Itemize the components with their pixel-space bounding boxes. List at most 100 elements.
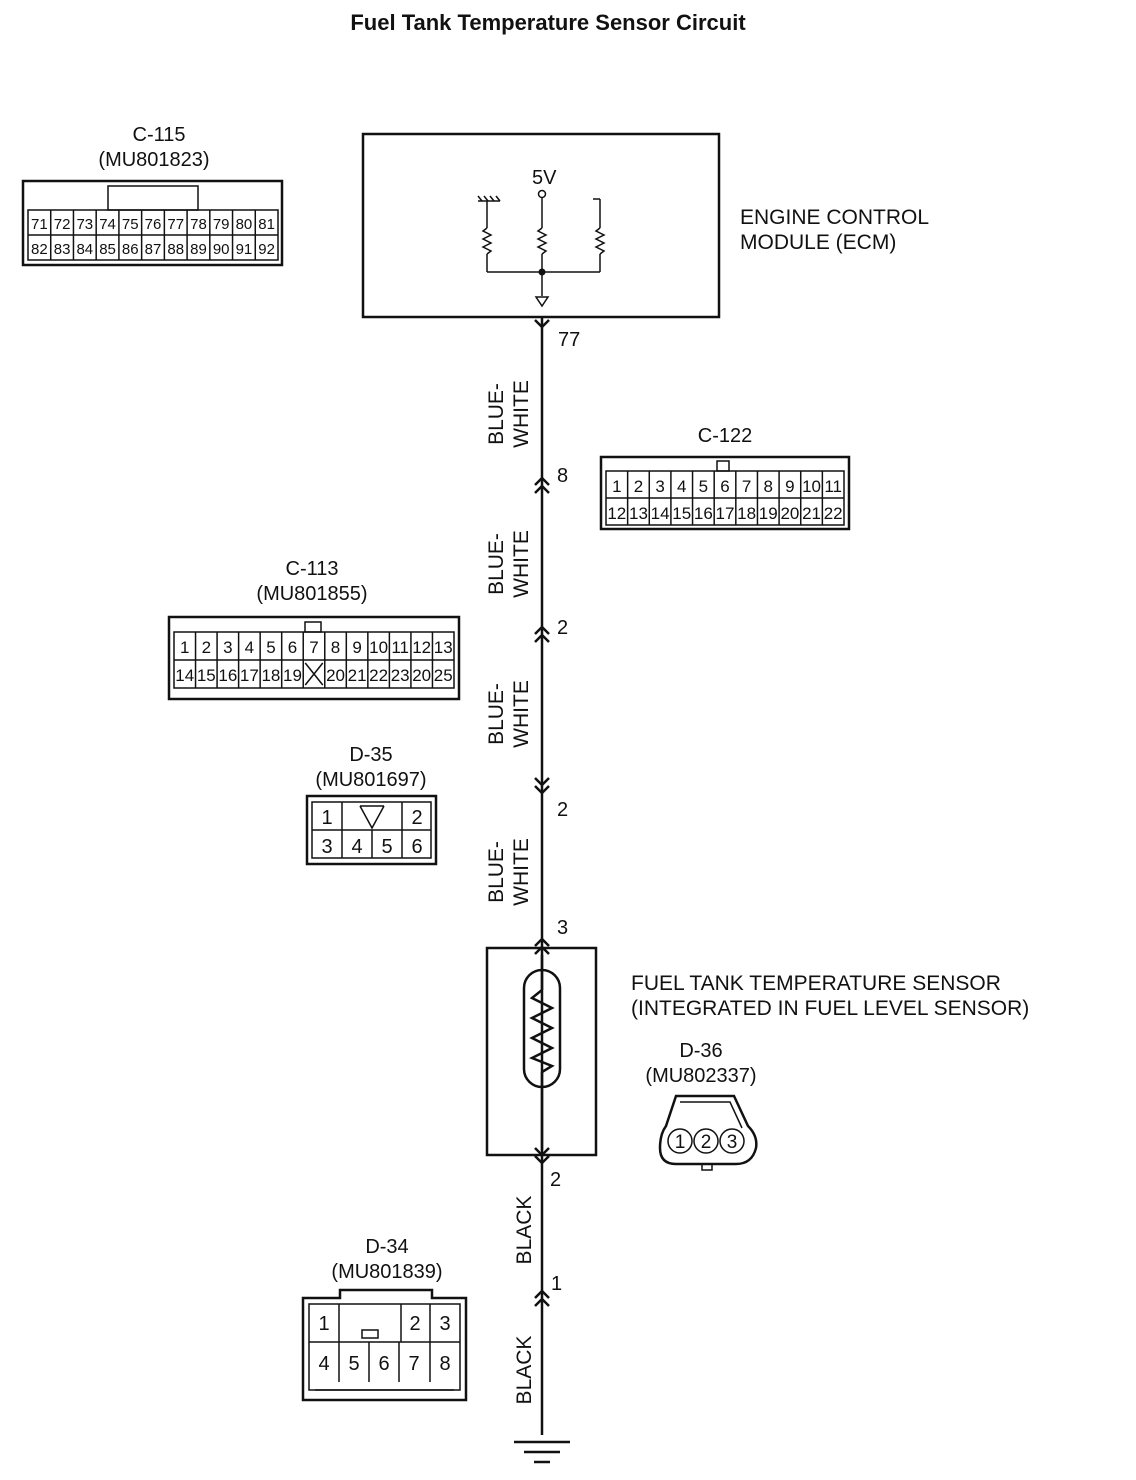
connector-pin-number: 3 — [655, 477, 664, 496]
connector-pin-number: 8 — [764, 477, 773, 496]
connector-pin-number: 78 — [190, 216, 207, 233]
sensor-bottom-terminal — [534, 1147, 550, 1165]
connector-pin-cavity — [719, 1128, 745, 1154]
connector-pin-number: 25 — [434, 666, 453, 685]
junction-dot — [538, 268, 546, 276]
connector-pin-number: 74 — [99, 216, 116, 233]
connector-pin-number: 72 — [54, 216, 71, 233]
connector-pin-cavity — [693, 1128, 719, 1154]
connector-key-mark — [359, 805, 385, 830]
connector-part-number: (MU801839) — [331, 1261, 442, 1283]
connector-pin-number: 20 — [326, 666, 345, 685]
connector-pin-number: 1 — [318, 1313, 329, 1335]
connector-pin-number: 91 — [236, 241, 253, 258]
connector-pin-number: 4 — [318, 1353, 329, 1375]
connector-pin-number: 17 — [240, 666, 259, 685]
connector-pin-number: 3 — [439, 1313, 450, 1335]
connector-pin-number: 4 — [351, 836, 362, 858]
connector-pin-number: 19 — [759, 504, 778, 523]
wire-color-label: BLUE- — [485, 841, 508, 903]
connector-pin-number: 3 — [321, 836, 332, 858]
connector-pin-number: 7 — [408, 1353, 419, 1375]
empty-cavity-mark — [304, 662, 324, 686]
connector-name: D-35 — [349, 744, 392, 766]
connector-pin-number: 7 — [742, 477, 751, 496]
ecm-box — [361, 132, 721, 319]
connector-pin-number: 5 — [348, 1353, 359, 1375]
ecm-label-line2: MODULE (ECM) — [740, 231, 896, 254]
connector-pin-number: 1 — [321, 807, 332, 829]
connector-pin-number: 92 — [258, 241, 275, 258]
connector-pin-number: 21 — [348, 666, 367, 685]
ecm-supply-label: 5V — [532, 167, 557, 189]
c122-pin-label: 8 — [557, 465, 568, 487]
connector-pin-number: 1 — [612, 477, 621, 496]
connector-pin-number: 5 — [381, 836, 392, 858]
connector-housing — [599, 455, 851, 531]
connector-pin-number: 2 — [202, 638, 211, 657]
connector-pin-number: 10 — [802, 477, 821, 496]
c122-pin-junction — [534, 476, 550, 494]
connector-housing — [21, 179, 284, 267]
c113-pin-junction — [534, 625, 550, 643]
connector-name: D-36 — [679, 1040, 722, 1062]
d34-pin-label: 1 — [551, 1273, 562, 1295]
thermistor-icon — [528, 989, 555, 1074]
connector-pin-number: 11 — [391, 638, 409, 657]
connector-pin-number: 12 — [607, 504, 626, 523]
connector-pin-number: 2 — [634, 477, 643, 496]
connector-pin-number: 76 — [145, 216, 162, 233]
connector-pin-number: 2 — [701, 1132, 712, 1153]
connector-pin-number: 3 — [223, 638, 232, 657]
ecm-label-line1: ENGINE CONTROL — [740, 206, 929, 229]
connector-pin-number: 3 — [727, 1132, 738, 1153]
connector-pin-number: 18 — [261, 666, 280, 685]
connector-pin-number: 14 — [175, 666, 194, 685]
connector-pin-number: 13 — [434, 638, 453, 657]
pin-77-terminal — [534, 319, 550, 329]
sensor-label-line1: FUEL TANK TEMPERATURE SENSOR — [631, 972, 1001, 995]
connector-housing — [658, 1094, 758, 1166]
connector-pin-number: 16 — [694, 504, 713, 523]
wire-color-label: WHITE — [510, 680, 533, 748]
connector-pin-number: 79 — [213, 216, 230, 233]
connector-lock-tab — [361, 1329, 379, 1339]
connector-pin-number: 19 — [283, 666, 302, 685]
wire-color-label: BLACK — [513, 1336, 536, 1405]
connector-pin-number: 17 — [716, 504, 735, 523]
ground-icon — [514, 1440, 570, 1464]
ecm-pin-label: 77 — [558, 329, 580, 351]
d35-pin-label: 2 — [557, 799, 568, 821]
connector-pin-number: 75 — [122, 216, 139, 233]
sensor-bottom-pin-label: 2 — [550, 1169, 561, 1191]
connector-pin-number: 90 — [213, 241, 230, 258]
connector-part-number: (MU801855) — [256, 583, 367, 605]
connector-pin-number: 5 — [699, 477, 708, 496]
connector-pin-number: 11 — [824, 477, 842, 496]
connector-pin-number: 1 — [180, 638, 189, 657]
connector-pin-number: 9 — [785, 477, 794, 496]
connector-pin-number: 20 — [412, 666, 431, 685]
connector-pin-number: 10 — [369, 638, 388, 657]
connector-pin-number: 77 — [167, 216, 184, 233]
connector-pin-number: 1 — [675, 1132, 686, 1153]
connector-pin-number: 14 — [651, 504, 670, 523]
wire-color-label: WHITE — [510, 530, 533, 598]
connector-pin-number: 16 — [218, 666, 237, 685]
connector-part-number: (MU801697) — [315, 769, 426, 791]
connector-name: C-122 — [698, 425, 752, 447]
connector-pin-number: 18 — [737, 504, 756, 523]
connector-pin-number: 7 — [309, 638, 318, 657]
connector-part-number: (MU801823) — [98, 149, 209, 171]
connector-pin-number: 73 — [76, 216, 93, 233]
connector-pin-number: 6 — [411, 836, 422, 858]
connector-pin-number: 15 — [672, 504, 691, 523]
connector-pin-number: 6 — [378, 1353, 389, 1375]
connector-pin-number: 12 — [412, 638, 431, 657]
connector-pin-number: 8 — [439, 1353, 450, 1375]
d34-pin-junction — [534, 1289, 550, 1307]
ecm-internal-circuit — [477, 189, 606, 308]
